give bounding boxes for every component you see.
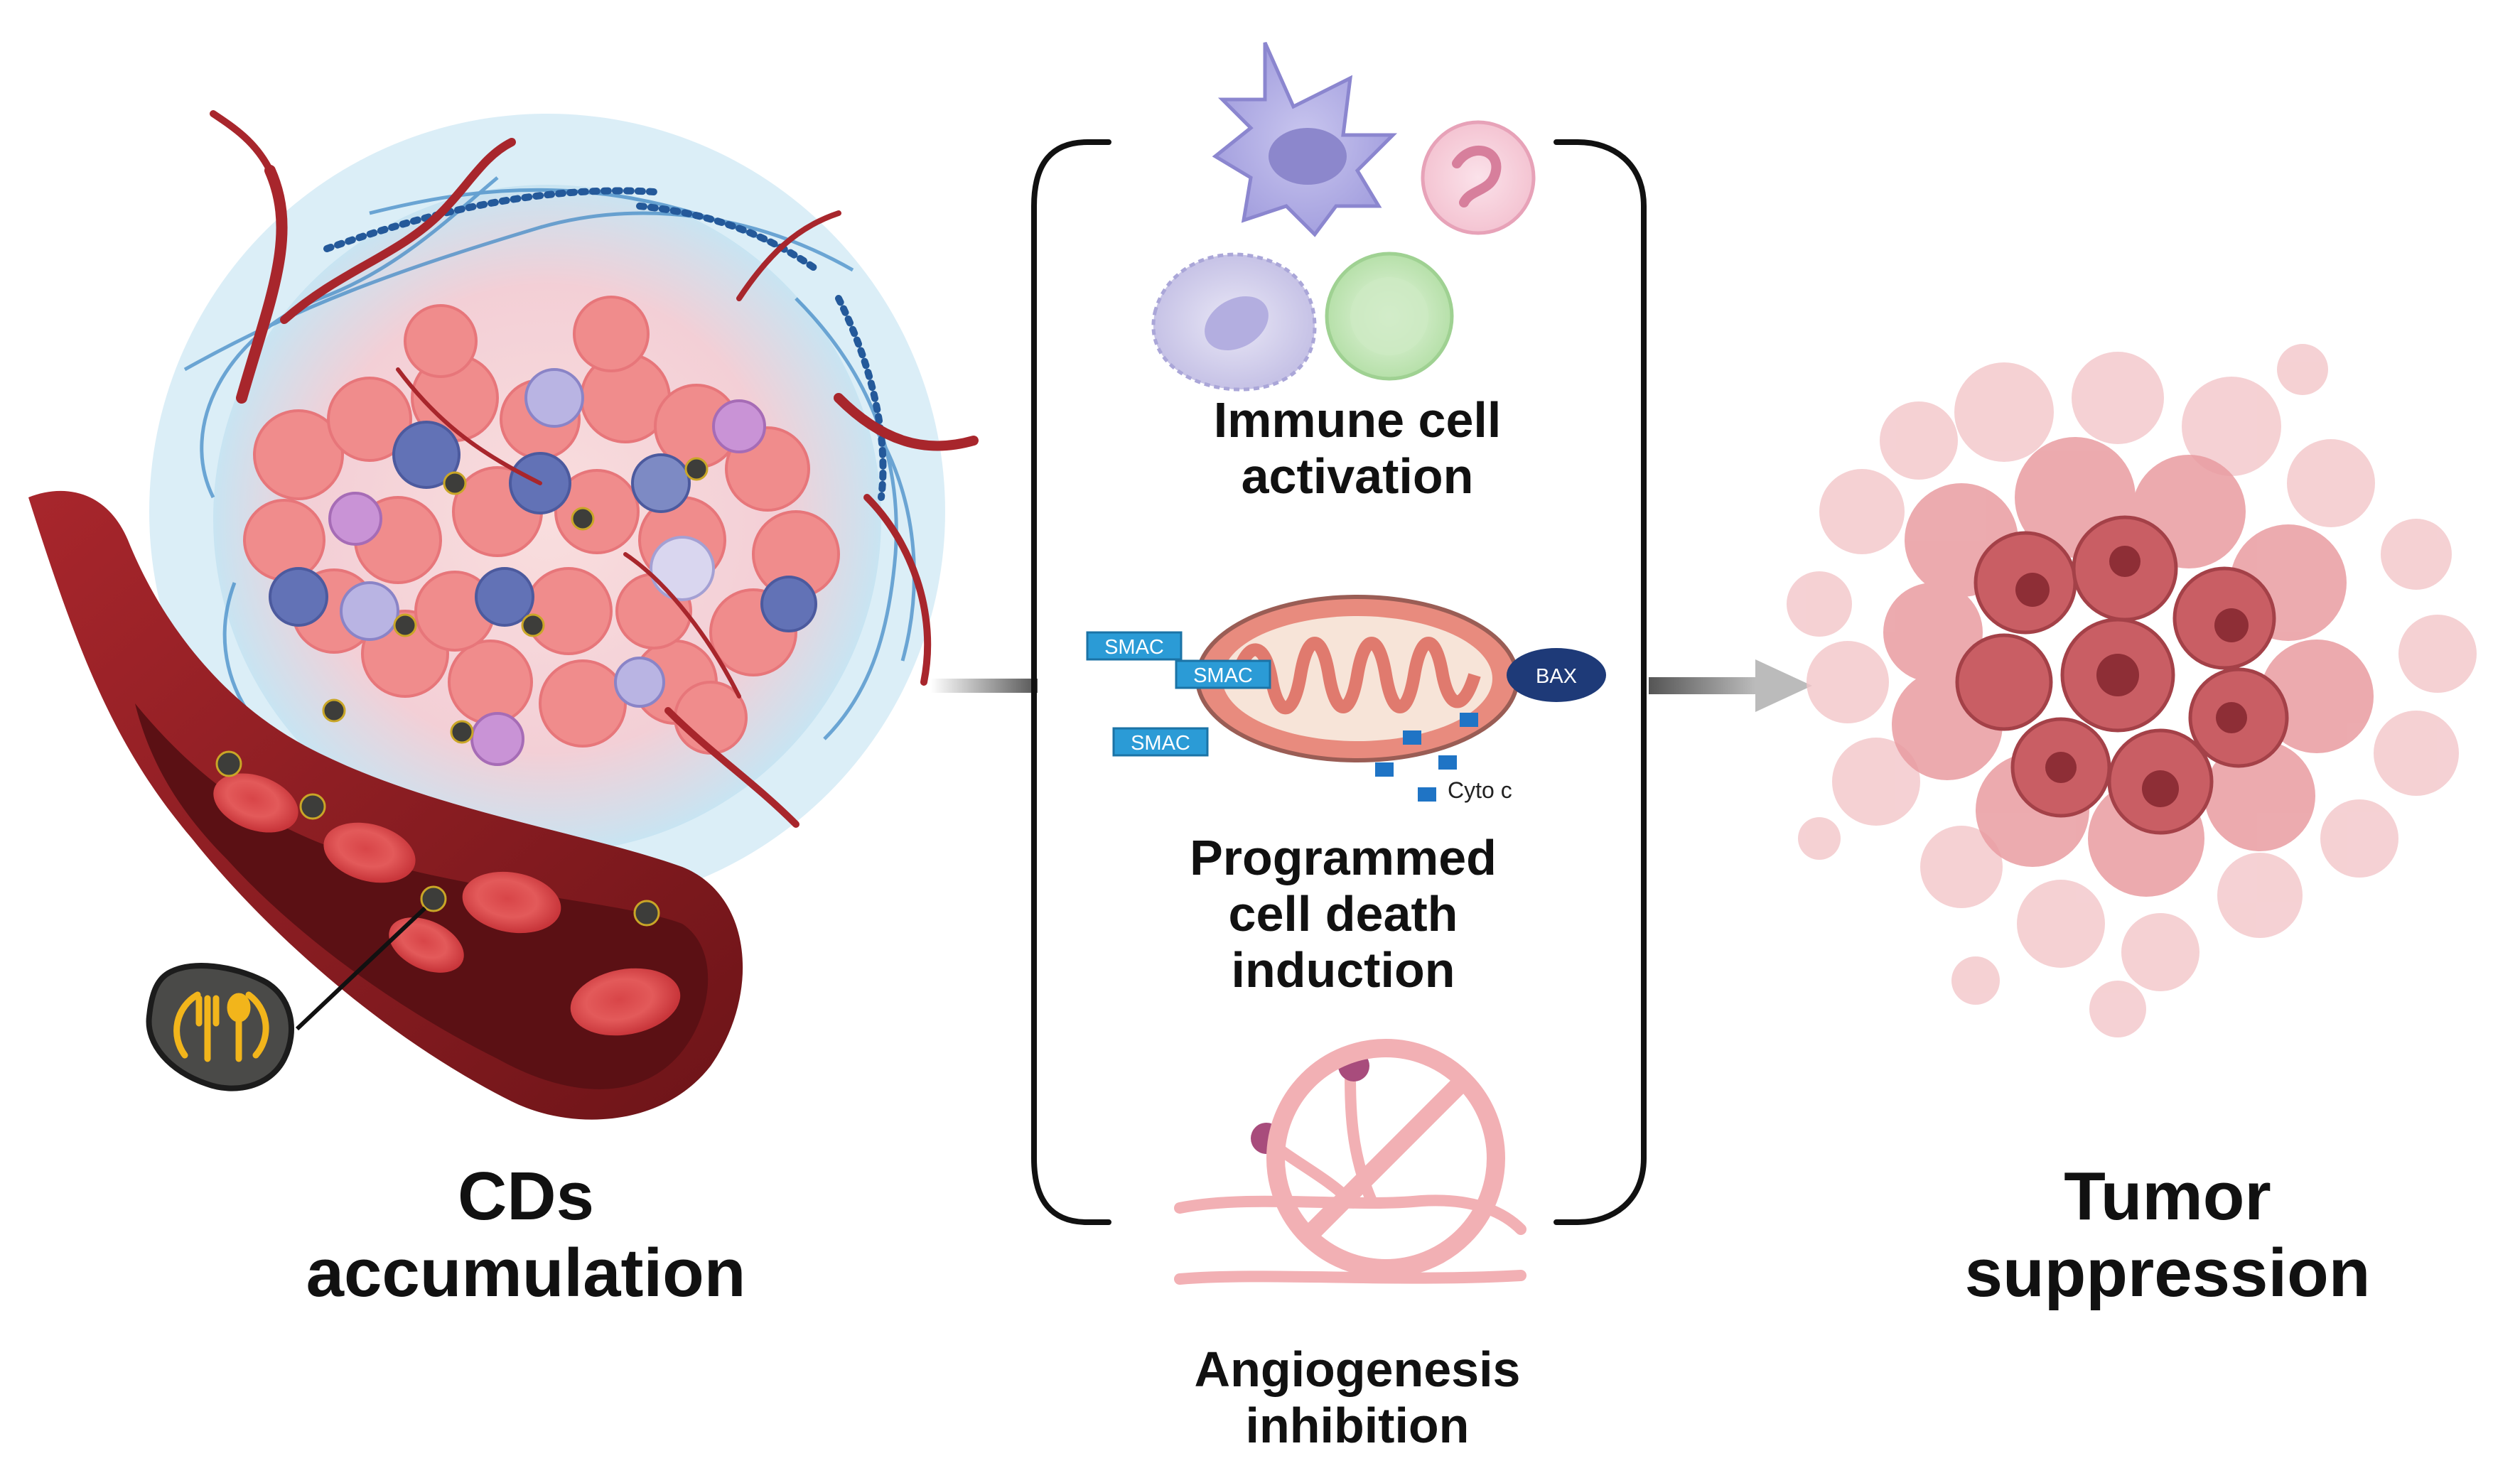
- tumor-cells: [243, 296, 840, 755]
- center-bracket: [1031, 139, 1647, 1225]
- immune-label-line2: activation: [1241, 448, 1474, 505]
- cds-label-line1: CDs: [457, 1158, 595, 1234]
- tumor-nuclei: [2015, 546, 2249, 807]
- immune-label-line1: Immune cell: [1213, 392, 1502, 448]
- neutrophil: [1421, 120, 1536, 235]
- cds-label-line2: accumulation: [306, 1235, 746, 1312]
- tumor-suppression-label: Tumor suppression: [1876, 1158, 2459, 1312]
- cell-death-label: Programmed cell death induction: [1109, 830, 1578, 998]
- macrophage: [1151, 252, 1317, 392]
- angiogenesis-graphic: [1174, 1039, 1526, 1285]
- cd-particles-vessel: [215, 750, 660, 927]
- svg-text:SMAC: SMAC: [1104, 636, 1164, 659]
- arrow-center-to-right: [1649, 659, 1812, 712]
- cyto-c-label: Cyto c: [1448, 777, 1512, 803]
- dendritic-cell: [1212, 41, 1398, 237]
- cyto-c-dots: [1375, 713, 1478, 802]
- svg-text:SMAC: SMAC: [1193, 664, 1253, 687]
- angio-label-line1: Angiogenesis: [1194, 1342, 1521, 1397]
- fork-spoon-icon: [173, 991, 269, 1062]
- suppressed-tumor: [1787, 344, 2477, 1037]
- death-label-line3: induction: [1231, 942, 1455, 998]
- lymphocyte: [1325, 252, 1454, 381]
- cds-accumulation-label: CDs accumulation: [235, 1158, 817, 1312]
- smac-label-3: SMAC: [1112, 727, 1209, 757]
- angiogenesis-inhibition-label: Angiogenesis inhibition: [1123, 1342, 1592, 1454]
- prohibited-icon: [1266, 1039, 1505, 1278]
- infiltrating-immune-cells: [269, 368, 817, 766]
- smac-label-2: SMAC: [1175, 659, 1271, 689]
- tumor-label-line1: Tumor: [2064, 1158, 2271, 1234]
- tumor-label-line2: suppression: [1964, 1235, 2371, 1312]
- smac-label-1: SMAC: [1086, 631, 1183, 661]
- tumor-debris-faint: [1787, 344, 2477, 1037]
- immune-activation-label: Immune cell activation: [1123, 392, 1592, 505]
- cd-particles-tumor: [322, 457, 709, 744]
- dotted-fibers: [323, 187, 887, 501]
- cd-particle-callout: [146, 963, 294, 1091]
- svg-text:SMAC: SMAC: [1131, 732, 1190, 755]
- angio-label-line2: inhibition: [1245, 1398, 1470, 1454]
- svg-text:BAX: BAX: [1536, 665, 1577, 688]
- tumor-microenvironment: [28, 110, 979, 1120]
- immune-cells-group: [1151, 41, 1536, 392]
- arrow-left-to-center: [931, 679, 1038, 693]
- death-label-line2: cell death: [1228, 886, 1458, 942]
- tumor-vasculature: [210, 110, 979, 828]
- death-label-line1: Programmed: [1190, 830, 1497, 885]
- bax-label: BAX: [1507, 648, 1606, 702]
- cd-leader-line: [295, 906, 427, 1031]
- red-blood-cells: [213, 773, 681, 1036]
